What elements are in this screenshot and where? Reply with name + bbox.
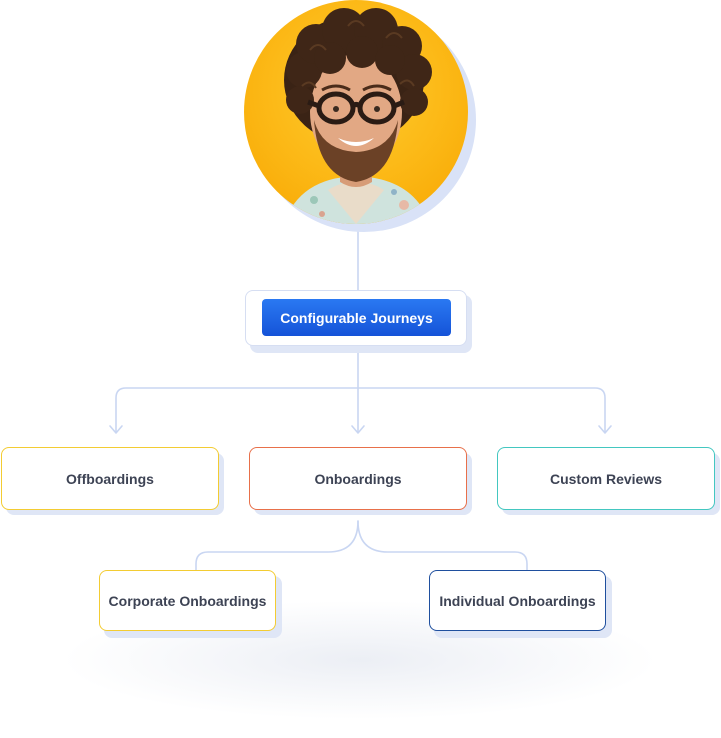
connector-onboardings-right bbox=[357, 520, 528, 571]
connector-root-right bbox=[357, 387, 606, 433]
connector-onboardings-left bbox=[195, 520, 359, 571]
custom-reviews-label: Custom Reviews bbox=[549, 470, 663, 487]
corporate-onboardings-node[interactable]: Corporate Onboardings bbox=[99, 570, 276, 631]
individual-onboardings-label: Individual Onboardings bbox=[439, 592, 596, 609]
avatar bbox=[244, 0, 468, 224]
individual-onboardings-node[interactable]: Individual Onboardings bbox=[429, 570, 606, 631]
person-illustration bbox=[284, 8, 432, 224]
offboardings-node[interactable]: Offboardings bbox=[1, 447, 219, 510]
corporate-onboardings-label: Corporate Onboardings bbox=[108, 592, 267, 609]
configurable-journeys-button[interactable]: Configurable Journeys bbox=[262, 299, 451, 336]
onboardings-node[interactable]: Onboardings bbox=[249, 447, 467, 510]
arrow-custom-reviews bbox=[598, 425, 612, 434]
onboardings-label: Onboardings bbox=[314, 470, 402, 487]
arrow-onboardings bbox=[351, 425, 365, 434]
custom-reviews-node[interactable]: Custom Reviews bbox=[497, 447, 715, 510]
connector-root-left bbox=[115, 387, 359, 433]
offboardings-label: Offboardings bbox=[66, 470, 154, 487]
arrow-offboardings bbox=[109, 425, 123, 434]
